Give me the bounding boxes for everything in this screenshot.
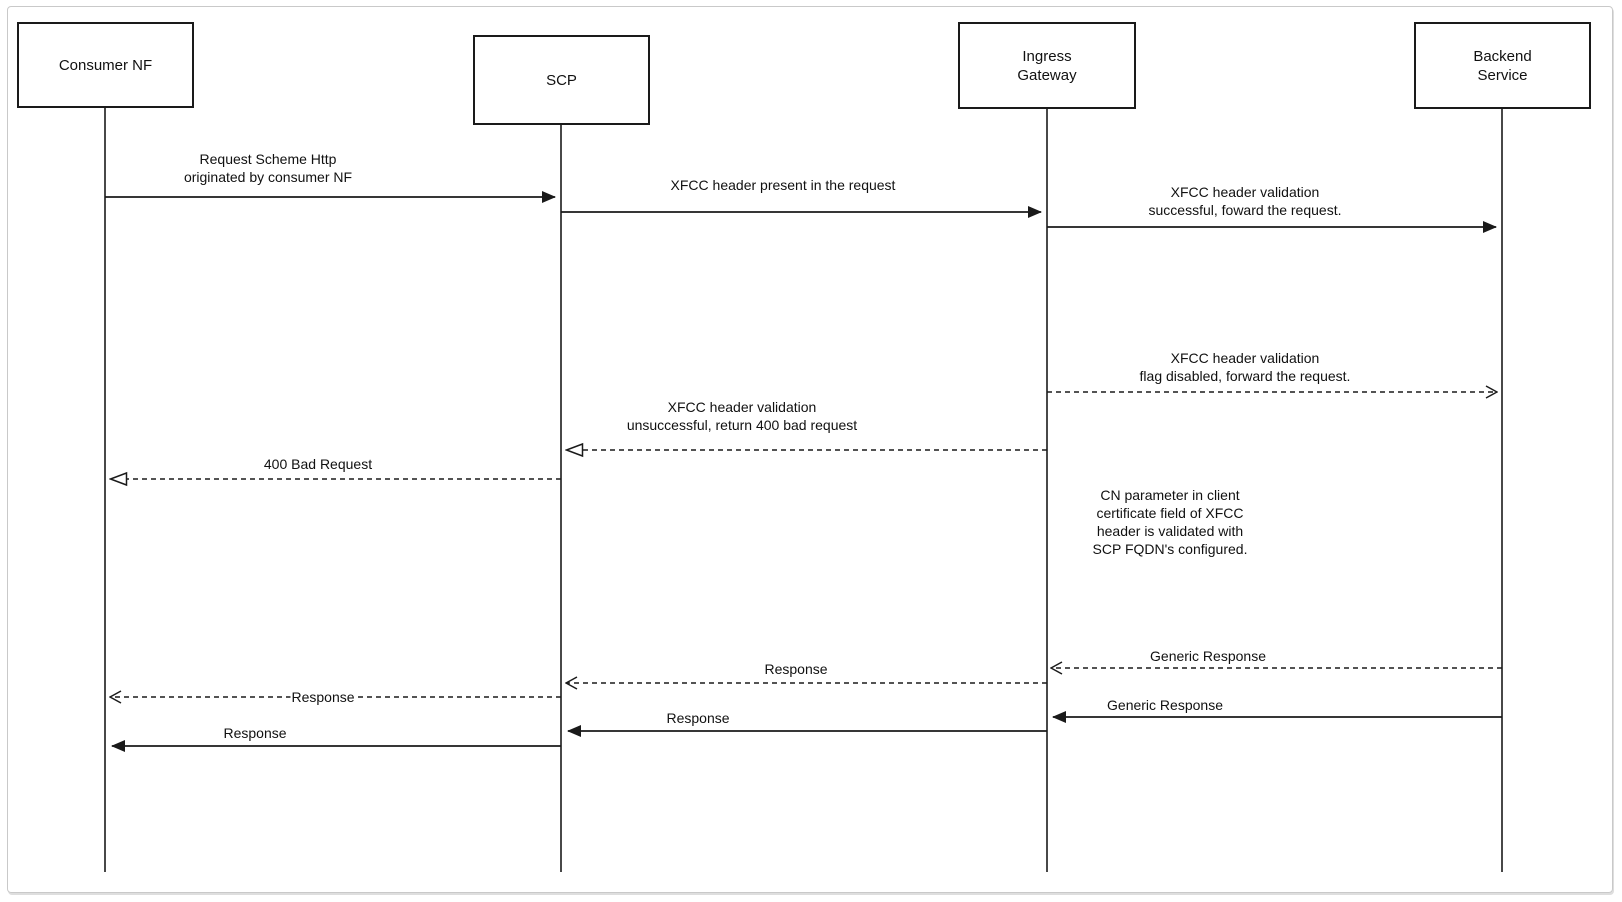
actor-box-scp: SCP [473, 35, 650, 125]
message-label-generic-response-dashed: Generic Response [1150, 648, 1266, 664]
message-label-response-solid-scp-consumer: Response [223, 725, 287, 741]
actor-label-consumer-nf: Consumer NF [58, 56, 153, 74]
actor-box-ingress-gateway: Ingress Gateway [958, 22, 1136, 109]
actor-label-ingress-gateway: Ingress Gateway [1017, 47, 1077, 84]
page-border [7, 6, 1613, 893]
actor-label-scp: SCP [546, 71, 577, 89]
message-label-response-dashed-scp-consumer: Response [290, 688, 356, 706]
message-label-400-bad-request: 400 Bad Request [263, 456, 373, 472]
message-label-response-solid-ingress-scp: Response [666, 710, 730, 726]
message-label-xfcc-validation-successful: XFCC header validation successful, fowar… [1148, 184, 1342, 218]
message-label-response-dashed-ingress-scp: Response [764, 661, 828, 677]
message-label-xfcc-validation-unsuccessful: XFCC header validation unsuccessful, ret… [626, 399, 858, 433]
actor-box-consumer-nf: Consumer NF [17, 22, 194, 108]
message-label-request-scheme-http: Request Scheme Http originated by consum… [183, 151, 353, 185]
message-label-xfcc-flag-disabled: XFCC header validation flag disabled, fo… [1139, 350, 1351, 384]
message-label-xfcc-header-present: XFCC header present in the request [670, 177, 896, 193]
actor-box-backend-service: Backend Service [1414, 22, 1591, 109]
message-label-generic-response-solid: Generic Response [1107, 697, 1223, 713]
note-cn-parameter-validation: CN parameter in client certificate field… [1092, 487, 1248, 557]
actor-label-backend-service: Backend Service [1473, 47, 1532, 84]
